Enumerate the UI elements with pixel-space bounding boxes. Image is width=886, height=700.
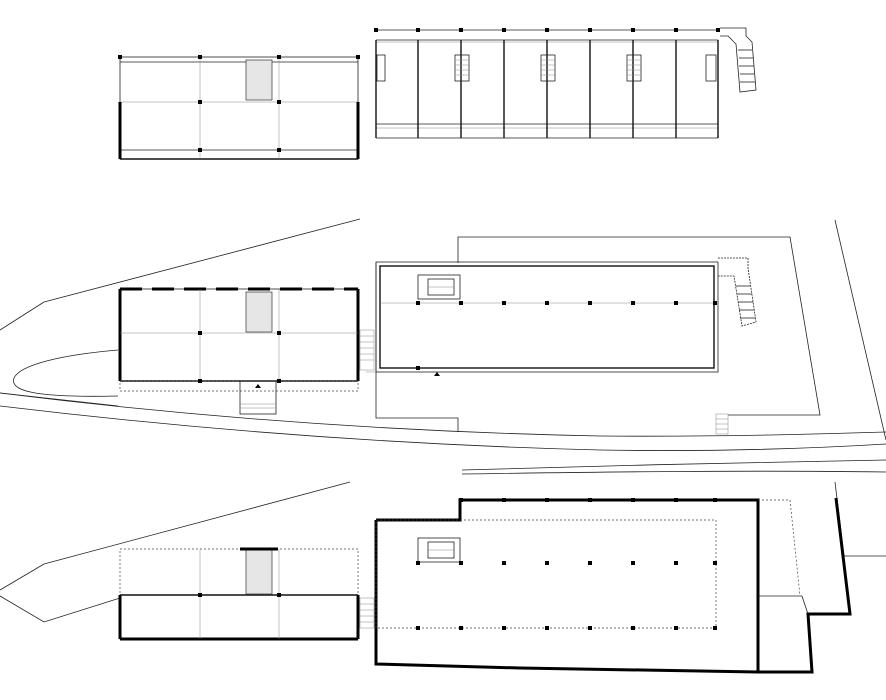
basement-connector (359, 597, 375, 629)
ground-connector-stair (359, 329, 375, 371)
ground-long-building (366, 236, 821, 435)
basement-large-building (374, 497, 852, 674)
ground-floor-site-plan (0, 218, 886, 475)
upper-long-building (374, 27, 757, 139)
ground-small-building (118, 287, 360, 415)
upper-small-building (118, 55, 360, 160)
basement-small-building (118, 547, 360, 641)
basement-site-lines (0, 481, 886, 623)
site-boundary-lines (0, 218, 886, 475)
basement-plan (0, 481, 886, 674)
upper-floor-plan (118, 27, 757, 160)
